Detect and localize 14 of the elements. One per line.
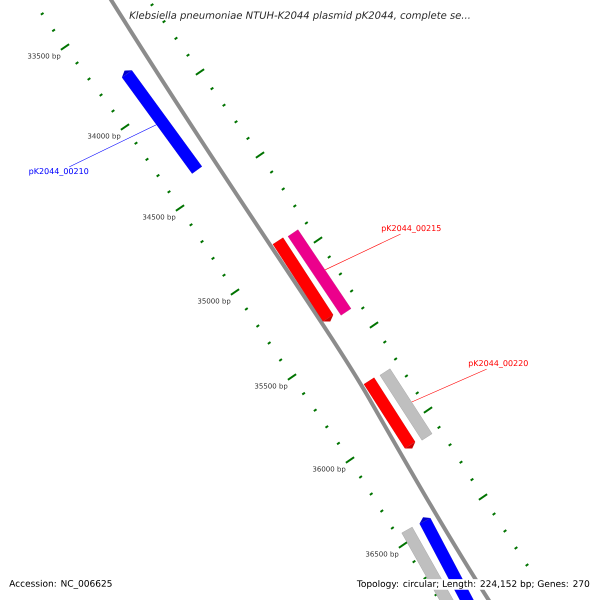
leader-line [324,234,401,270]
gene-bar [364,378,416,449]
gene-bar [380,368,432,440]
gene-bar [288,229,352,316]
title: Klebsiella pneumoniae NTUH-K2044 plasmid pK2044, complete se... [129,11,470,21]
summary-text: Topology: circular; Length: 224,152 bp; Genes: 270 [356,579,591,590]
gene-label: pK2044_00215 [382,225,441,233]
leader-line [68,124,157,168]
gene-bar [272,238,334,322]
gene-label: pK2044_00220 [468,360,528,368]
accession-text: Accession: NC_006625 [9,580,112,589]
leader-line [411,368,487,402]
gene-label: pK2044_00210 [29,168,88,176]
gene-bar [122,70,202,174]
